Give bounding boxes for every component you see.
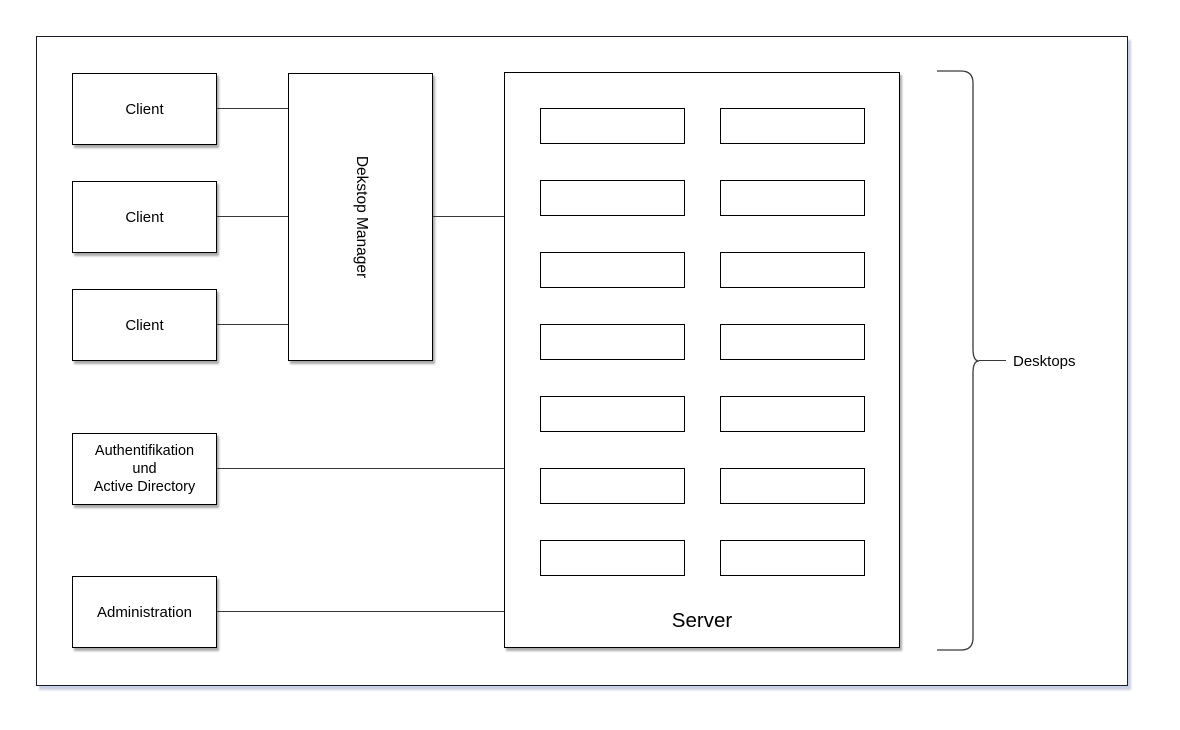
connector-client3-manager [217,324,288,325]
administration-label: Administration [96,603,193,621]
desktop-slot [720,396,865,432]
desktop-slot [720,324,865,360]
connector-manager-server [433,216,504,217]
server-label: Server [671,609,733,632]
connector-client2-manager [217,216,288,217]
client-node-3: Client [72,289,217,361]
authentication-node: Authentifikation und Active Directory [72,433,217,505]
desktop-slot [540,252,685,288]
desktops-brace [937,70,980,651]
connector-admin-server [217,611,504,612]
connector-brace-label [979,360,1006,361]
connector-auth-server [217,468,504,469]
client-node-2: Client [72,181,217,253]
connector-client1-manager [217,108,288,109]
desktop-slot [720,180,865,216]
desktop-slot [540,468,685,504]
desktop-slot [720,468,865,504]
authentication-label-line: und [132,461,157,477]
desktop-slot [540,324,685,360]
authentication-label: Authentifikation und Active Directory [94,442,196,496]
desktop-slot [720,540,865,576]
client-label: Client [125,208,164,226]
server-node: Server [504,72,900,648]
client-label: Client [125,100,164,118]
desktop-manager-label: Dekstop Manager [352,155,370,279]
desktop-slot [720,252,865,288]
desktop-slot [540,396,685,432]
administration-node: Administration [72,576,217,648]
client-node-1: Client [72,73,217,145]
client-label: Client [125,316,164,334]
authentication-label-line: Authentifikation [94,443,195,459]
desktop-slot [540,108,685,144]
desktop-slot [540,180,685,216]
desktop-slot [540,540,685,576]
desktop-manager-node: Dekstop Manager [288,73,433,361]
authentication-label-line: Active Directory [93,479,196,495]
desktops-annotation-label: Desktops [1013,352,1076,370]
desktop-slot [720,108,865,144]
